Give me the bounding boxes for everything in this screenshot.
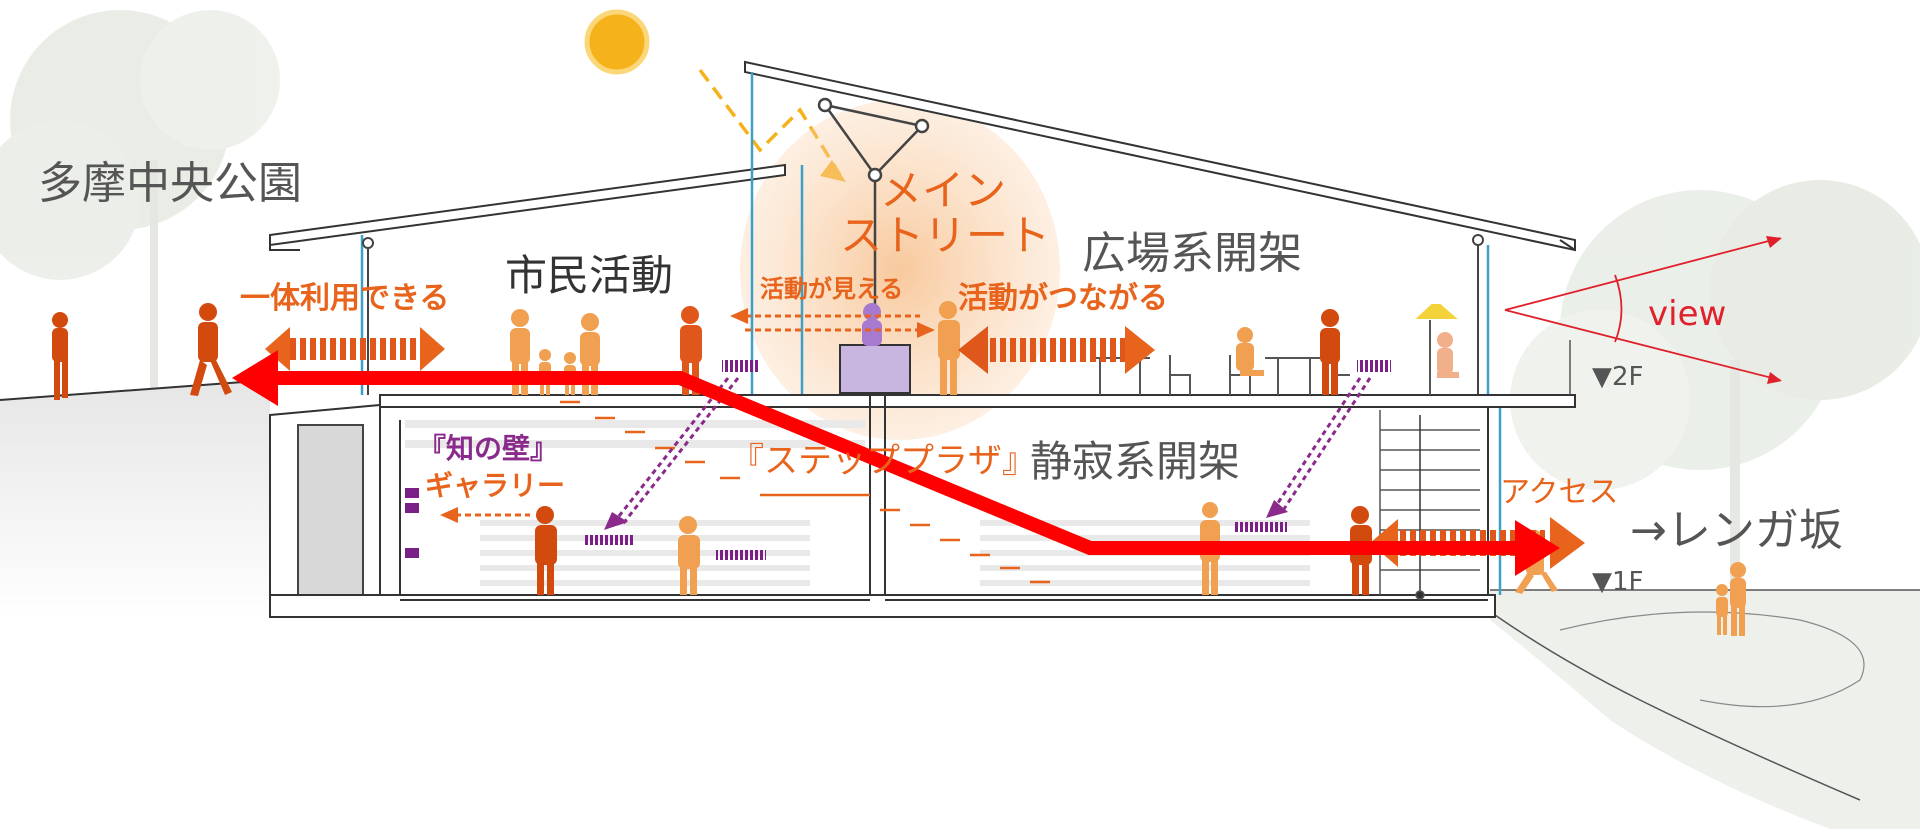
- step-dashes: [560, 400, 1050, 584]
- gallery-label: ギャラリー: [425, 469, 565, 502]
- sun-icon: [584, 9, 650, 75]
- desk-person-body: [862, 320, 882, 346]
- purple-arrowhead-1: [604, 512, 628, 530]
- view-lines: [1504, 237, 1781, 381]
- person-figure: [1716, 562, 1746, 636]
- view-label: view: [1648, 294, 1726, 334]
- view-arrowhead-top: [1766, 236, 1782, 248]
- quiet-stacks-label: 静寂系開架: [1030, 437, 1240, 486]
- activity-visible-arrows: [745, 314, 920, 332]
- sunlight-ray: [698, 68, 842, 176]
- main-street-label-line2: ストリート: [840, 211, 1050, 260]
- view-arrowhead-bottom: [1767, 372, 1782, 384]
- civic-activity-label: 市民活動: [505, 251, 673, 300]
- step-plaza-label-end: プラザ』: [900, 441, 1036, 481]
- activity-connected-label: 活動がつながる: [958, 281, 1168, 316]
- perimeter-columns: [362, 234, 1484, 395]
- information-desk: [839, 344, 911, 394]
- background-trees: [0, 10, 1920, 680]
- step-plaza-label: 『ステップ: [730, 441, 900, 481]
- person-figure: [535, 506, 557, 595]
- purple-arrowhead-2: [1266, 500, 1288, 518]
- integrated-use-arrow: [265, 327, 445, 371]
- floor-2f-label: ▼2F: [1592, 362, 1644, 392]
- activity-visible-arrowhead-left: [730, 308, 748, 324]
- main-route-arrow: [232, 350, 1560, 576]
- activity-connect-arrow: [958, 326, 1155, 374]
- main-street-label-line1: メイン: [880, 166, 1006, 215]
- activity-visible-arrowhead-right: [917, 322, 935, 338]
- floor-1f-label: ▼1F: [1592, 567, 1644, 597]
- person-figure: [678, 516, 700, 595]
- floor-2f-slab: [379, 394, 1576, 410]
- glazing-lines: [360, 72, 1502, 595]
- person-figure: [1236, 327, 1264, 376]
- park-label: 多摩中央公園: [38, 158, 302, 209]
- ground-left: [0, 379, 271, 620]
- desk-person-head: [863, 303, 881, 321]
- activity-visible-label: 活動が見える: [760, 275, 903, 303]
- plaza-stacks-label: 広場系開架: [1082, 228, 1302, 279]
- wall-of-knowledge-books: [405, 360, 1391, 560]
- gallery-arrowhead: [440, 507, 458, 523]
- person-figure: [938, 301, 960, 395]
- renga-slope-label: →レンガ坂: [1630, 505, 1843, 556]
- person-figure: [190, 303, 232, 396]
- staircase: [1379, 410, 1480, 600]
- person-figure: [1320, 309, 1340, 395]
- lower-floor-shell: [269, 403, 1496, 618]
- person-figure: [1437, 332, 1459, 378]
- wall-of-knowledge-label: 『知の壁』: [418, 432, 558, 465]
- person-figure: [52, 312, 68, 400]
- integrated-use-label: 一体利用できる: [240, 281, 449, 316]
- roof-left: [269, 163, 786, 251]
- book-access-arrows: [610, 377, 1372, 526]
- access-label: アクセス: [1500, 475, 1619, 510]
- ground-right-slope: [1490, 589, 1920, 829]
- roof-right: [744, 60, 1576, 252]
